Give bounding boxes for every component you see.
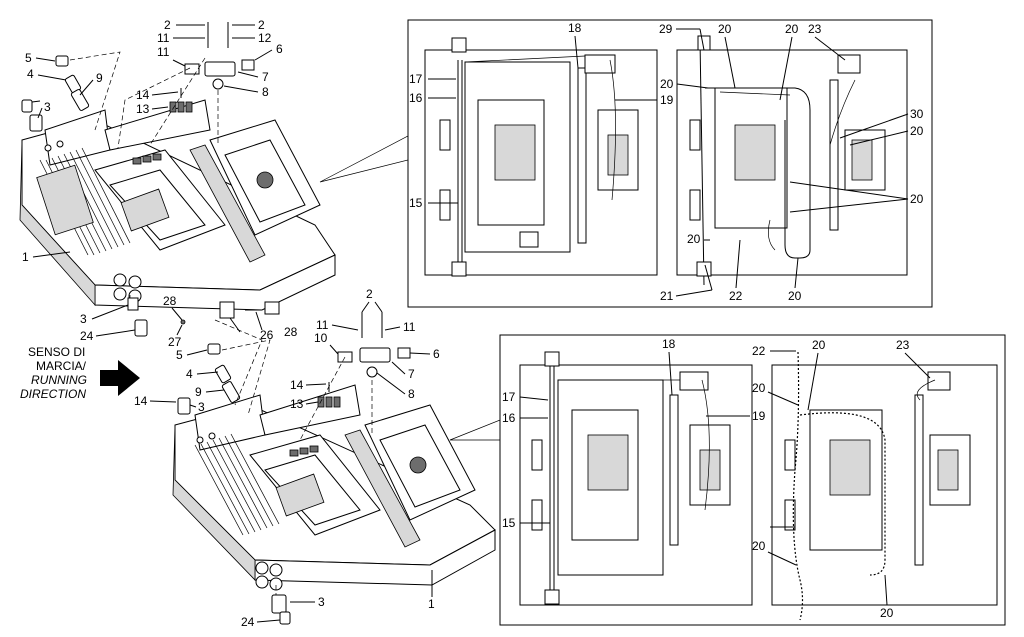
- callout-13: 14: [290, 378, 304, 392]
- callout-9: 9: [96, 71, 103, 85]
- callout-11b: 12: [258, 31, 272, 45]
- bottom-assembly: 2 11 11 10 6 7 8 14 13 5 4 9 14 3 28 27 …: [80, 287, 496, 629]
- callout-21: 22: [752, 344, 766, 358]
- callout-19: 19: [752, 409, 766, 423]
- callout-16: 16: [409, 91, 423, 105]
- callout-15: 15: [502, 516, 516, 530]
- callouts-top-detail: 18 17 16 15 19 29 20 20 23 20 30 20 20 2…: [409, 21, 924, 303]
- callout-22: 23: [808, 22, 822, 36]
- callout-5: 5: [25, 51, 32, 65]
- callout-10: 10: [314, 331, 328, 345]
- callout-7: 7: [262, 70, 269, 84]
- callout-10: 11: [157, 45, 170, 59]
- callout-9: 9: [195, 385, 202, 399]
- direction-arrow-icon: [100, 360, 140, 396]
- callout-20f: 20: [687, 232, 701, 246]
- callout-7: 7: [408, 367, 415, 381]
- callouts-bottom-assembly: 2 11 11 10 6 7 8 14 13 5 4 9 14 3 28 27 …: [80, 287, 440, 629]
- callout-23: 29: [659, 22, 673, 36]
- callout-14c: 24: [241, 615, 255, 629]
- callout-2: 2: [366, 287, 373, 301]
- callout-5: 5: [176, 348, 183, 362]
- callout-19: 19: [660, 93, 674, 107]
- callout-20d: 20: [910, 124, 924, 138]
- callout-14a: 14: [134, 394, 148, 408]
- callout-3: 3: [44, 100, 51, 114]
- callout-18: 18: [662, 337, 676, 351]
- callout-20a: 20: [718, 22, 732, 36]
- callout-20g: 20: [788, 289, 802, 303]
- callout-4: 4: [27, 67, 34, 81]
- callout-11a: 11: [157, 31, 170, 45]
- callout-17: 17: [502, 390, 516, 404]
- bottom-detail-panel: 18 17 16 15 19 22 20 23 20 20 20: [499, 334, 1006, 626]
- direction-caption-line3: RUNNING: [31, 373, 87, 387]
- callout-20e: 20: [910, 192, 924, 206]
- callout-22: 23: [896, 338, 910, 352]
- direction-caption-line1: SENSO DI: [28, 345, 85, 359]
- callout-3c: 3: [318, 595, 325, 609]
- callout-20c: 20: [752, 539, 766, 553]
- callout-29: 22: [729, 289, 743, 303]
- callout-11a: 11: [316, 318, 329, 332]
- direction-caption-line2: MARCIA/: [36, 359, 87, 373]
- callout-20a: 20: [812, 338, 826, 352]
- callout-25: 27: [168, 335, 182, 349]
- callout-20b: 20: [785, 22, 799, 36]
- callout-20d: 20: [880, 606, 894, 620]
- callout-3a: 3: [198, 400, 205, 414]
- callout-18: 18: [568, 21, 582, 35]
- callout-6: 6: [276, 42, 283, 56]
- callout-6: 6: [433, 347, 440, 361]
- callout-16: 16: [502, 411, 516, 425]
- callout-26: 28: [163, 294, 177, 308]
- callout-24: 26: [260, 328, 274, 342]
- callout-14b: 24: [80, 329, 94, 343]
- callout-2a: 2: [164, 18, 171, 32]
- fitting-parts: [21, 22, 255, 132]
- callout-30: 30: [910, 107, 924, 121]
- callouts-top-assembly: 2 2 11 12 11 6 7 8 14 13 5 4 9 3 1: [22, 18, 283, 264]
- top-detail-panel: 18 17 16 15 19 29 20 20 23 20 30 20 20 2…: [407, 19, 933, 308]
- callout-21: 21: [660, 289, 674, 303]
- callout-20c: 20: [660, 77, 674, 91]
- direction-indicator: SENSO DI MARCIA/ RUNNING DIRECTION: [20, 345, 140, 401]
- direction-caption-line4: DIRECTION: [20, 387, 86, 401]
- callout-2b: 2: [258, 18, 265, 32]
- callout-11b: 11: [403, 320, 416, 334]
- callout-12: 13: [136, 102, 150, 116]
- callouts-bottom-detail: 18 17 16 15 19 22 20 23 20 20 20: [502, 337, 931, 620]
- top-assembly: 2 2 11 12 11 6 7 8 14 13 5 4 9 3 1: [19, 18, 336, 311]
- callout-8: 8: [408, 387, 415, 401]
- callout-1: 1: [428, 597, 435, 611]
- callout-4: 4: [186, 367, 193, 381]
- callout-13: 14: [136, 88, 150, 102]
- callout-1: 1: [22, 250, 29, 264]
- callout-20b: 20: [752, 381, 766, 395]
- callout-3b: 3: [80, 312, 87, 326]
- callout-17: 17: [409, 72, 423, 86]
- callout-15: 15: [409, 196, 423, 210]
- callout-12: 13: [290, 397, 304, 411]
- callout-8: 8: [262, 85, 269, 99]
- callout-27: 28: [284, 325, 298, 339]
